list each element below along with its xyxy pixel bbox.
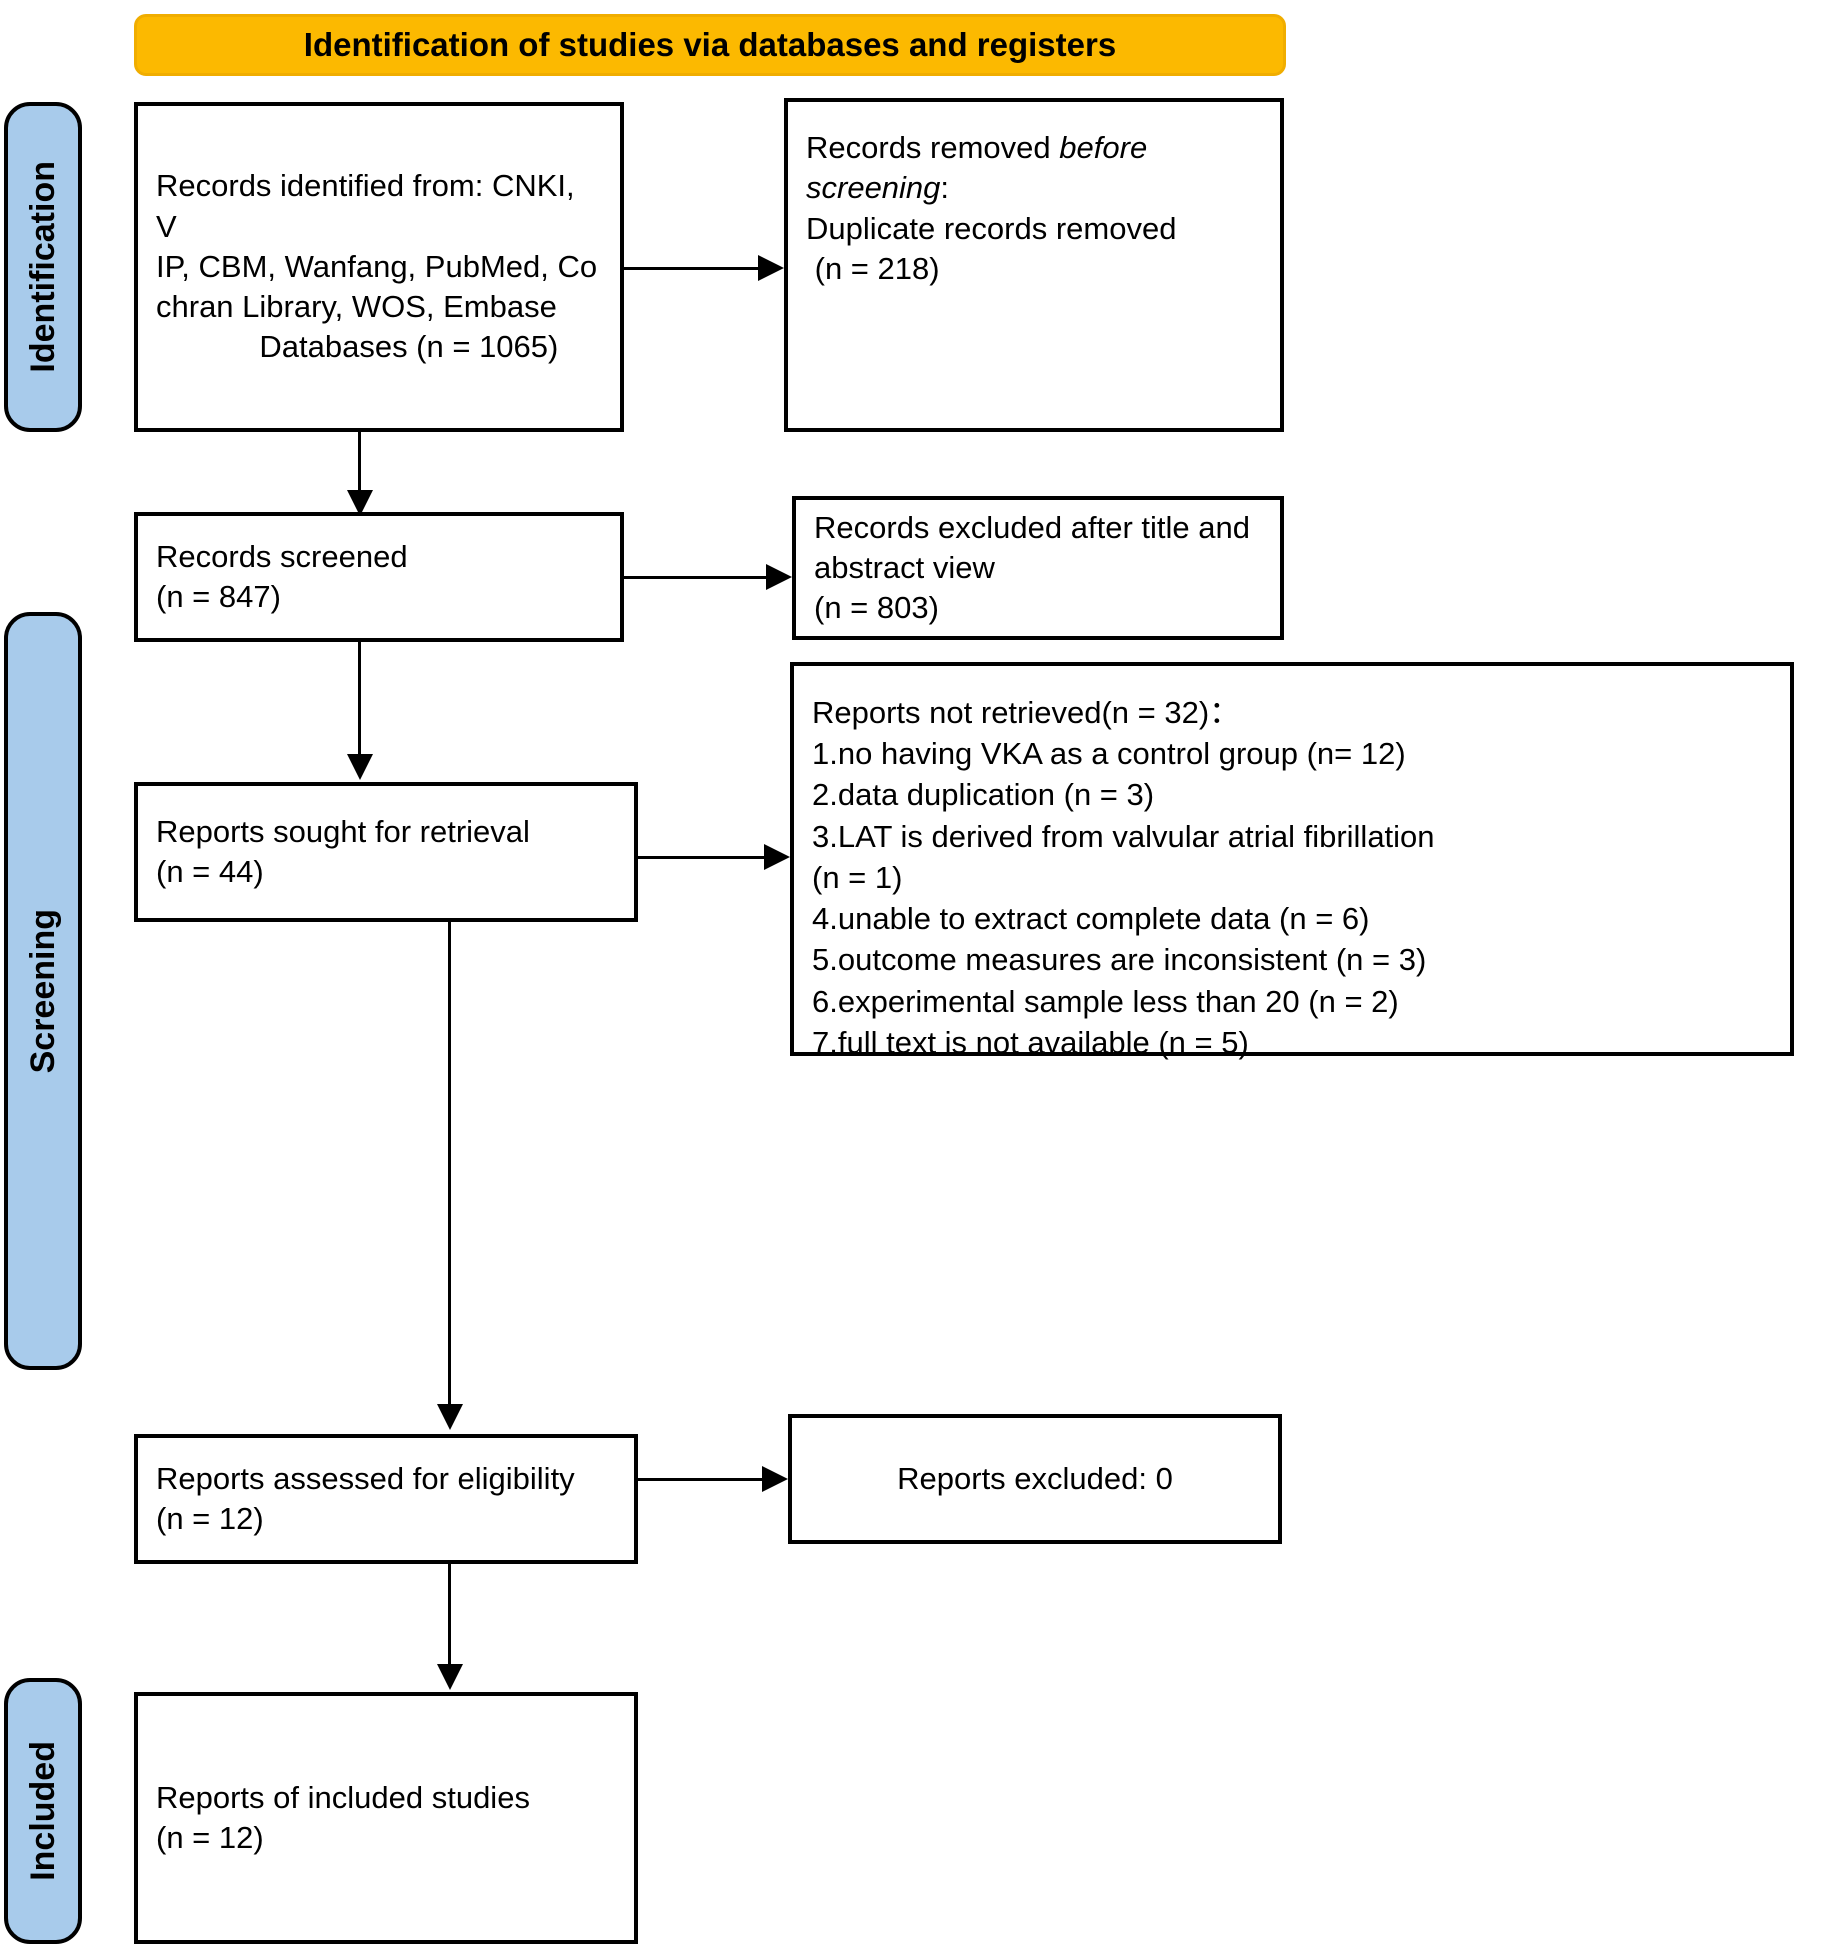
stage-label-screening: Screening <box>23 908 62 1074</box>
stage-label-identification: Identification <box>23 161 62 373</box>
diagram-banner: Identification of studies via databases … <box>134 14 1286 76</box>
stage-pill-screening: Screening <box>4 612 82 1370</box>
reports-not-retrieved-item-4: 4.unable to extract complete data (n = 6… <box>812 901 1370 937</box>
records-removed-line4: (n = 218) <box>806 250 940 286</box>
reports-included-text: Reports of included studies (n = 12) <box>156 1779 530 1855</box>
connector-sought-to-assessed <box>448 922 451 1412</box>
reports-assessed-text: Reports assessed for eligibility (n = 12… <box>156 1460 575 1536</box>
reports-not-retrieved-item-3-cont: (n = 1) <box>812 859 903 895</box>
arrow-screened-to-sought <box>347 754 373 780</box>
banner-title: Identification of studies via databases … <box>303 26 1117 63</box>
reports-not-retrieved-heading: Reports not retrieved(n = 32)： <box>812 695 1241 730</box>
connector-identified-to-removed <box>624 267 760 270</box>
connector-screened-to-excluded <box>624 576 768 579</box>
reports-not-retrieved-item-6: 6.experimental sample less than 20 (n = … <box>812 983 1399 1019</box>
reports-not-retrieved-item-5: 5.outcome measures are inconsistent (n =… <box>812 942 1427 978</box>
arrow-identified-to-removed <box>758 255 784 281</box>
connector-sought-to-not-retrieved <box>638 856 766 859</box>
reports-not-retrieved-item-1: 1.no having VKA as a control group (n= 1… <box>812 736 1406 772</box>
records-removed-text: Records removed before screening: Duplicat… <box>806 128 1262 289</box>
records-removed-line2-plain: : <box>940 170 950 206</box>
arrow-assessed-to-excluded <box>762 1466 788 1492</box>
box-records-screened: Records screened (n = 847) <box>134 512 624 642</box>
arrow-screened-to-excluded <box>766 564 792 590</box>
box-reports-included: Reports of included studies (n = 12) <box>134 1692 638 1944</box>
arrow-sought-to-not-retrieved <box>764 844 790 870</box>
box-records-identified: Records identified from: CNKI, V IP, CBM… <box>134 102 624 432</box>
connector-screened-to-sought <box>358 642 361 762</box>
arrow-assessed-to-included <box>437 1664 463 1690</box>
records-removed-line2-italic: screening <box>806 170 941 206</box>
box-reports-not-retrieved: Reports not retrieved(n = 32)： 1.no havi… <box>790 662 1794 1060</box>
records-removed-line3: Duplicate records removed <box>806 210 1177 246</box>
stage-pill-included: Included <box>4 1678 82 1944</box>
reports-not-retrieved-item-3: 3.LAT is derived from valvular atrial fi… <box>812 818 1435 854</box>
records-identified-text: Records identified from: CNKI, V IP, CBM… <box>156 168 598 365</box>
reports-not-retrieved-item-2: 2.data duplication (n = 3) <box>812 777 1155 813</box>
stage-pill-identification: Identification <box>4 102 82 432</box>
stage-label-included: Included <box>23 1741 62 1881</box>
box-reports-excluded: Reports excluded: 0 <box>788 1414 1282 1544</box>
connector-assessed-to-excluded <box>638 1478 766 1481</box>
box-reports-sought: Reports sought for retrieval (n = 44) <box>134 782 638 922</box>
records-removed-line1-plain: Records removed <box>806 130 1060 165</box>
records-removed-line1-italic: before <box>1059 130 1148 165</box>
records-screened-text: Records screened (n = 847) <box>156 538 408 614</box>
box-records-removed: Records removed before screening: Duplicat… <box>784 98 1284 432</box>
arrow-sought-to-assessed <box>437 1404 463 1430</box>
box-records-excluded: Records excluded after title and abstrac… <box>792 496 1284 640</box>
connector-identified-to-screened <box>358 432 361 498</box>
reports-not-retrieved-item-7: 7.full text is not available (n = 5) <box>812 1024 1249 1060</box>
box-reports-assessed: Reports assessed for eligibility (n = 12… <box>134 1434 638 1564</box>
arrow-identified-to-screened <box>347 490 373 516</box>
connector-assessed-to-included <box>448 1564 451 1672</box>
records-excluded-text: Records excluded after title and abstrac… <box>814 509 1250 626</box>
reports-excluded-text: Reports excluded: 0 <box>897 1460 1173 1496</box>
reports-sought-text: Reports sought for retrieval (n = 44) <box>156 813 530 889</box>
